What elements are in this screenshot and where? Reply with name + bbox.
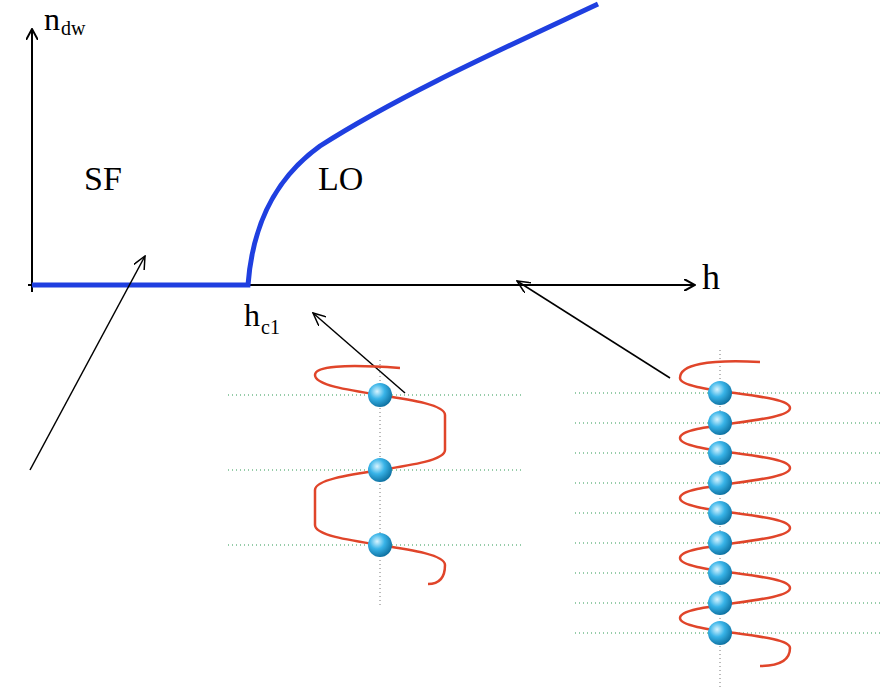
dense-domain-walls — [575, 350, 882, 690]
critical-field-label: h — [244, 298, 260, 333]
phase-label: SF — [84, 160, 122, 197]
critical-field-subscript: c1 — [261, 316, 280, 338]
phase-label: LO — [318, 160, 363, 197]
phase-boundary-curve — [32, 4, 598, 285]
pointer-arrow — [313, 313, 405, 393]
vertical-axis — [31, 30, 33, 292]
axis-label: n — [44, 2, 60, 37]
axis-label-subscript: dw — [61, 17, 85, 39]
axis-label: h — [702, 258, 720, 298]
sparse-domain-walls — [228, 360, 522, 605]
pointer-arrow — [517, 281, 670, 378]
pointer-arrow — [30, 256, 145, 470]
